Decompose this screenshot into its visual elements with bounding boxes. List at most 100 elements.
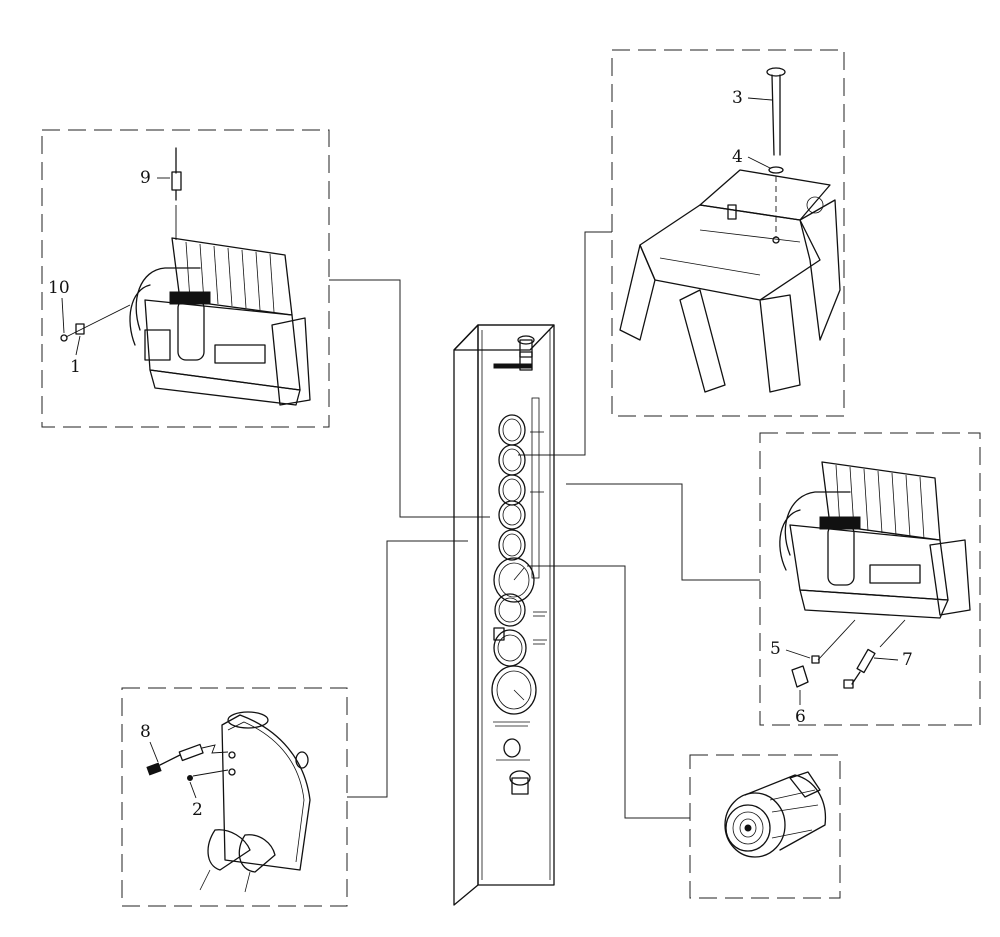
part-5-axis [817, 619, 856, 661]
alternator-pulley-groove [732, 811, 764, 845]
part-10-washer [60, 334, 68, 342]
engine-left-filter [177, 299, 205, 361]
alternator-shaft [744, 824, 752, 832]
gauge [502, 448, 522, 472]
callout-10: 10 [48, 278, 70, 298]
callout-3: 3 [732, 88, 743, 108]
engine-right-oil-pan [799, 589, 949, 619]
gauge-needle [513, 567, 525, 581]
engine-right-hose [784, 491, 851, 556]
leader-1 [75, 335, 81, 356]
callout-1: 1 [70, 357, 81, 377]
leader-2 [189, 781, 197, 799]
leader-4 [747, 156, 771, 169]
engine-right-hose [779, 509, 801, 571]
engine-left-flywheel-housing [271, 317, 311, 406]
callout-9: 9 [140, 168, 151, 188]
gauge [502, 533, 522, 557]
gauge [502, 418, 522, 442]
connector-engine-right [566, 483, 760, 581]
part-2-axis [192, 769, 229, 777]
alternator-pulley [725, 804, 771, 852]
part-2-screw [187, 775, 193, 781]
callouts-left: 9 10 1 [48, 168, 170, 377]
panel-front-face [477, 324, 555, 886]
part-8-sender [178, 743, 204, 762]
leader-7 [873, 657, 899, 661]
chassis-right-leg [759, 294, 801, 393]
part-7-axis [879, 619, 906, 648]
chassis-left-leg [619, 244, 656, 341]
gauge-large [491, 665, 537, 715]
callout-7: 7 [902, 650, 913, 670]
chassis-upper-frame [699, 169, 831, 221]
callouts-chassis: 3 4 [732, 88, 773, 169]
panel-top-collar [519, 351, 533, 358]
panel-nameplate [493, 363, 533, 369]
bracket-hole [228, 751, 236, 759]
bracket-hole [228, 768, 236, 776]
panel-slot [531, 397, 540, 579]
bracket-lever [207, 829, 251, 871]
gauge [494, 593, 526, 627]
part-1-axis [65, 304, 131, 338]
panel-top-face [453, 324, 555, 351]
bracket-plate-edge [227, 721, 305, 863]
bracket-plate [221, 714, 311, 871]
engine-left-hose [135, 267, 201, 331]
gauge-needle [513, 689, 525, 701]
chassis [619, 67, 841, 393]
engine-left-pump [144, 329, 171, 361]
part-7-switch [856, 648, 876, 674]
frame-engine-left [41, 129, 330, 428]
chassis-rear-frame [799, 199, 841, 341]
gauge [498, 500, 526, 530]
callout-4: 4 [732, 147, 743, 167]
panel-top-knob [517, 335, 535, 345]
engine-right-manifold [869, 564, 921, 584]
part-7-connector [843, 679, 854, 689]
frame-alternator [689, 754, 841, 899]
dipstick-3-handle [766, 67, 786, 77]
gauge [498, 529, 526, 561]
part-1-fitting [75, 323, 85, 335]
bracket-lever [238, 834, 276, 873]
part-8-axis [201, 744, 229, 754]
leader-10 [61, 297, 65, 334]
panel-switch [493, 627, 505, 641]
detail-frames [41, 49, 981, 907]
gauge [498, 597, 522, 623]
leader-8 [149, 741, 159, 763]
alternator [724, 771, 827, 858]
panel-bottom-post [511, 777, 529, 795]
connector-chassis [518, 231, 612, 456]
engine-left [60, 147, 311, 406]
connector-alternator [527, 565, 690, 819]
chassis-ring [806, 196, 824, 214]
part-8-plug [146, 762, 162, 776]
engine-right-block [789, 524, 949, 601]
ignition-switch [503, 738, 521, 758]
panel-bracket [146, 711, 311, 893]
frame-chassis [611, 49, 845, 417]
connector-lines [329, 231, 760, 819]
part-6-sender [791, 665, 809, 688]
connector-panel-bracket [347, 540, 468, 798]
alternator-terminal [789, 771, 821, 798]
gauge [502, 478, 522, 502]
engine-right-filter [827, 524, 855, 586]
panel-bottom-knob [509, 770, 531, 786]
gauge-large [496, 670, 532, 710]
bracket-bolt [295, 751, 309, 769]
callout-8: 8 [140, 722, 151, 742]
panel-side-face [453, 324, 479, 906]
sender-9-body [171, 171, 182, 191]
engine-left-manifold [214, 344, 266, 364]
part-5-plug [811, 655, 820, 664]
engine-right-flywheel-housing [929, 539, 971, 616]
alternator-pulley-groove [739, 818, 757, 838]
callouts-bracket: 8 2 [140, 722, 203, 820]
engine-right [779, 461, 971, 689]
